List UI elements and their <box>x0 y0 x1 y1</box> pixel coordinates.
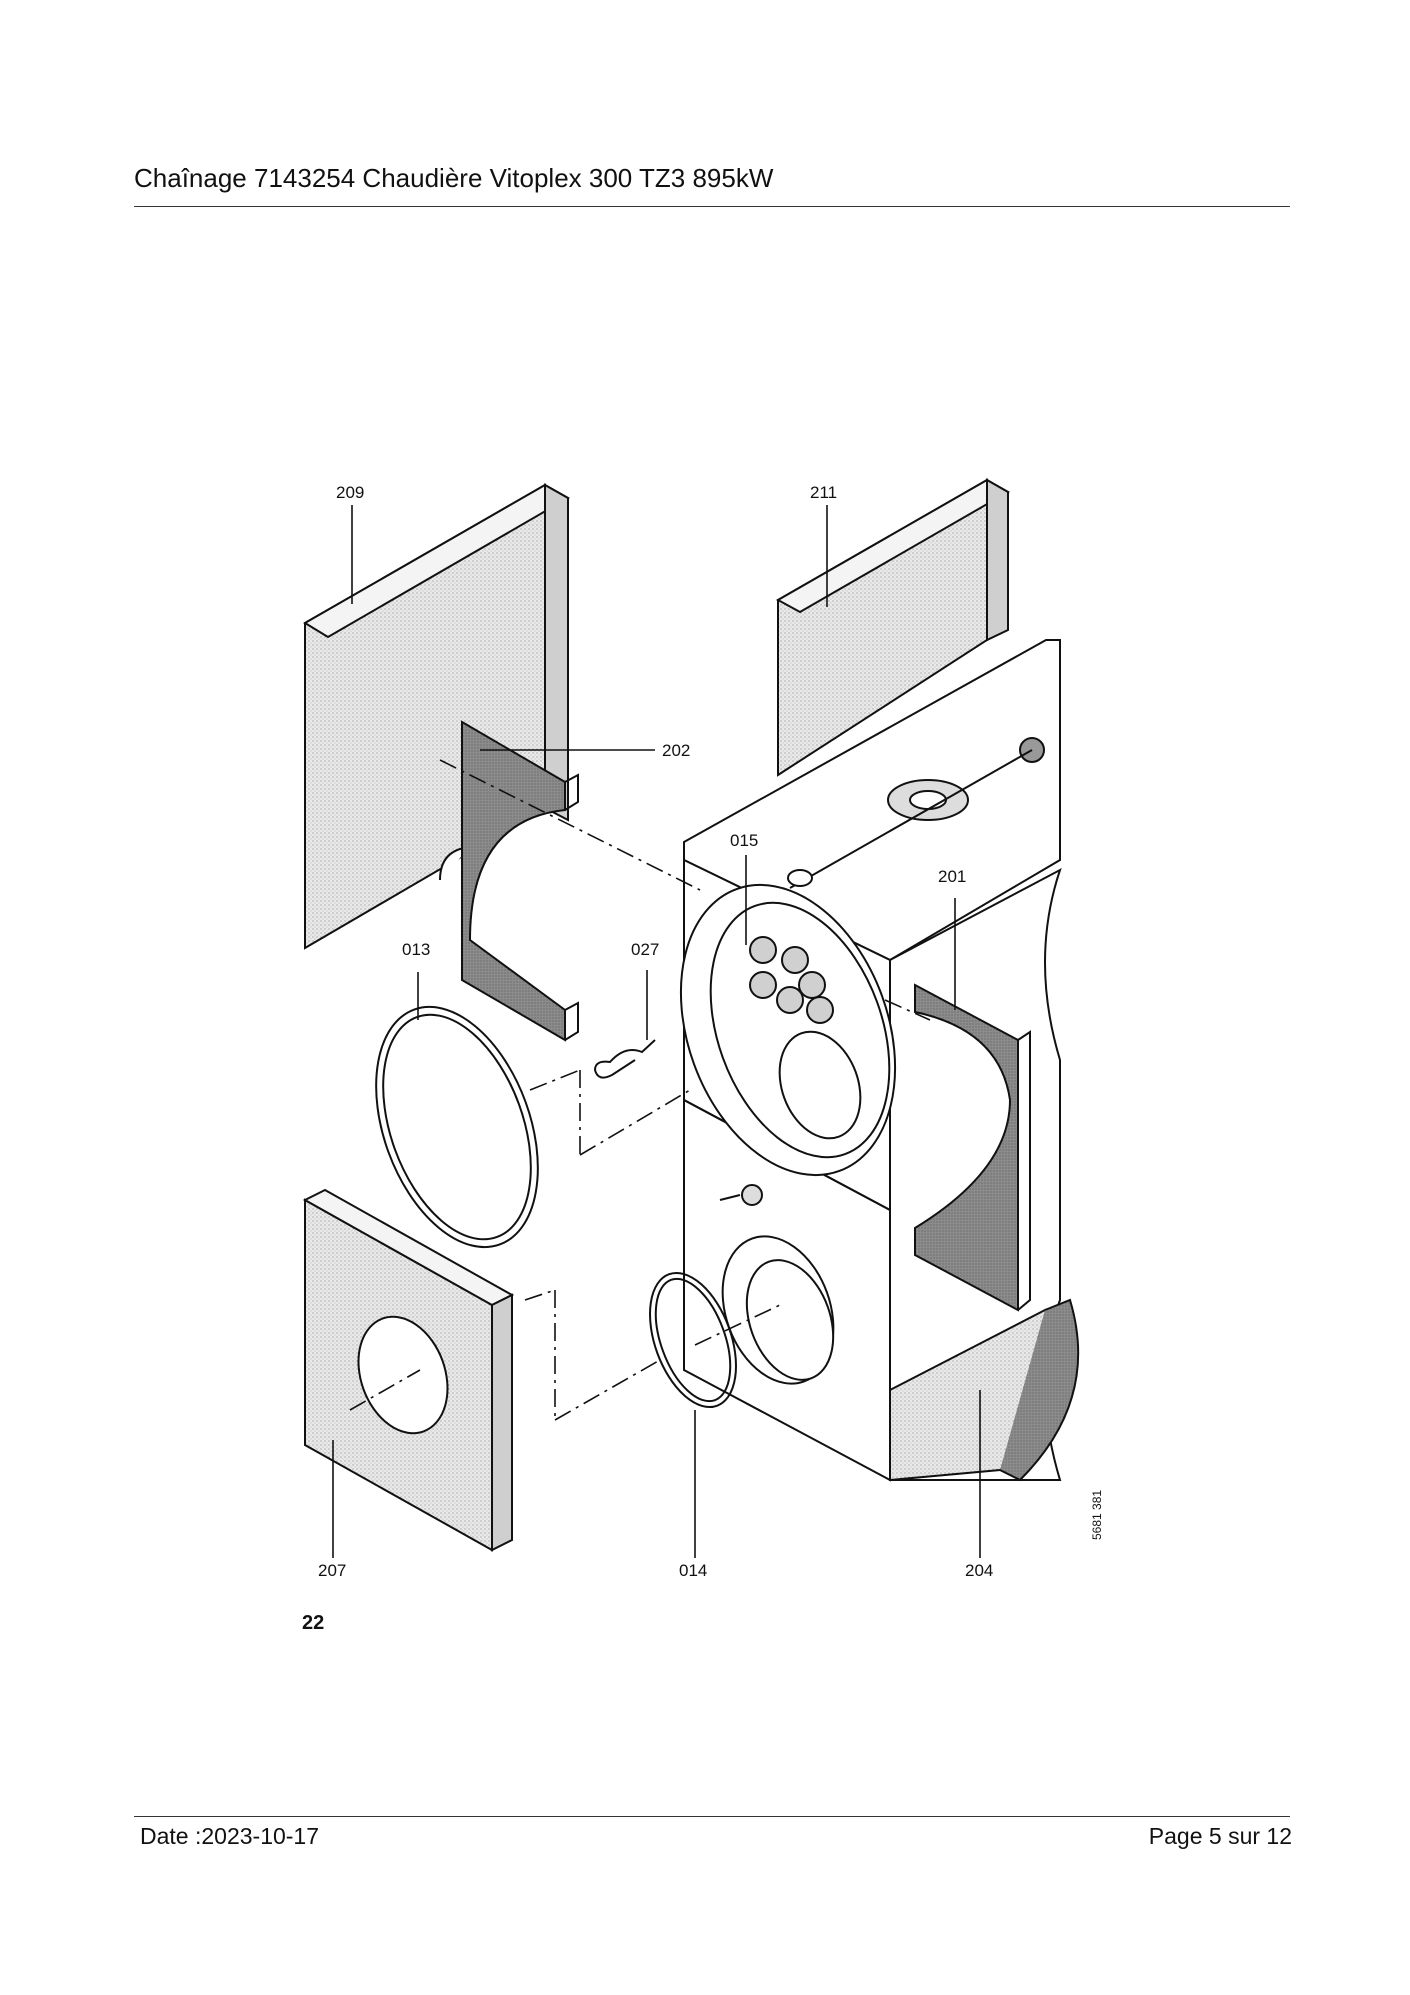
drawing-code: 5681 381 <box>1090 1489 1104 1540</box>
header-divider <box>134 206 1290 207</box>
page-title: Chaînage 7143254 Chaudière Vitoplex 300 … <box>134 163 774 193</box>
part-211-insulation-panel <box>775 478 1011 777</box>
part-209-insulation-panel <box>303 483 571 950</box>
callout-201: 201 <box>938 867 967 886</box>
part-202-insulation-segment <box>461 720 579 1042</box>
callout-204: 204 <box>965 1561 994 1580</box>
footer-divider <box>134 1816 1290 1817</box>
callout-202: 202 <box>662 741 691 760</box>
footer-date: Date :2023-10-17 <box>140 1823 320 1849</box>
part-027-spring <box>593 1039 656 1079</box>
callout-014: 014 <box>679 1561 708 1580</box>
part-013-gasket <box>375 1005 539 1249</box>
part-204-insulation-trough <box>889 1298 1080 1482</box>
callout-211: 211 <box>810 483 838 502</box>
callout-013: 013 <box>402 940 431 959</box>
footer-page-number: Page 5 sur 12 <box>1148 1823 1292 1849</box>
callout-027: 027 <box>631 940 660 959</box>
part-207-insulation-plate <box>302 1188 515 1552</box>
callout-015: 015 <box>730 831 759 850</box>
part-014-gasket <box>649 1271 737 1409</box>
callout-207: 207 <box>318 1561 347 1580</box>
callout-209: 209 <box>336 483 365 502</box>
boiler-body <box>679 639 1062 1482</box>
figure-number: 22 <box>302 1612 325 1634</box>
part-201-insulation-segment <box>914 983 1031 1312</box>
